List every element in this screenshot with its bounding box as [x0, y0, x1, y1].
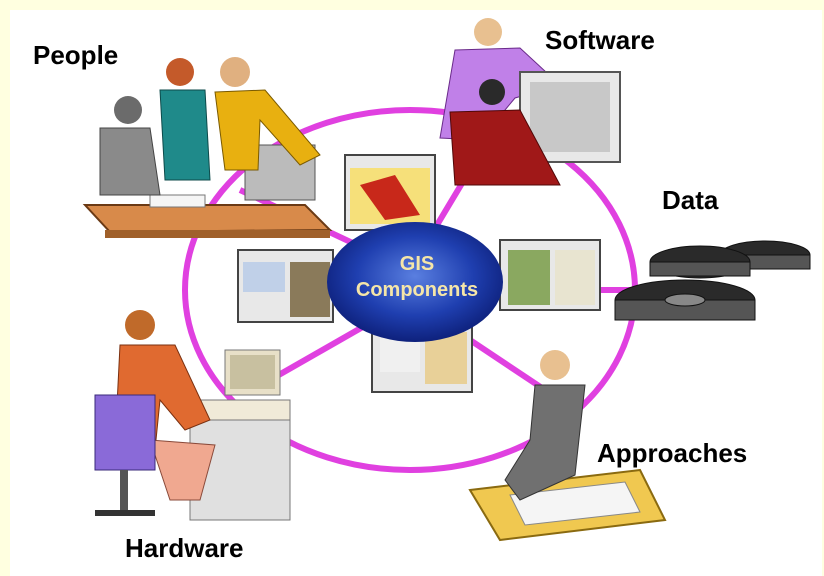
hardware-illustration	[94, 310, 291, 521]
center-label-line1: GIS	[399, 253, 435, 275]
map-screenshot-top	[344, 154, 436, 231]
gis-components-center-blob	[327, 222, 503, 342]
approaches-illustration	[468, 350, 667, 542]
software-illustration	[439, 18, 621, 186]
node-label-approaches: Approaches	[597, 438, 748, 468]
data-illustration	[614, 240, 811, 321]
node-label-software: Software	[545, 25, 655, 55]
people-illustration	[82, 57, 333, 238]
map-screenshot-right	[499, 239, 601, 311]
node-label-hardware: Hardware	[125, 533, 244, 563]
map-screenshot-left	[237, 249, 334, 323]
node-label-data: Data	[662, 185, 719, 215]
center-label-line2: Components	[355, 279, 479, 301]
node-label-people: People	[33, 40, 119, 70]
